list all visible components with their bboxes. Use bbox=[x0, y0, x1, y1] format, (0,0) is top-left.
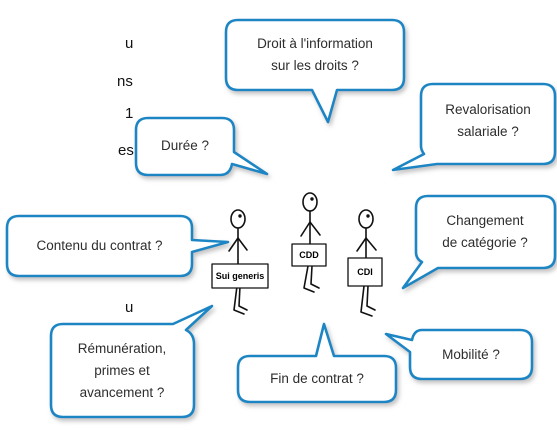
left-text-fragment: u bbox=[125, 35, 134, 52]
speech-bubble-remuneration bbox=[49, 304, 214, 419]
speech-bubble-droit bbox=[224, 18, 406, 124]
head bbox=[302, 192, 318, 212]
left-text-fragment: 1 bbox=[125, 105, 134, 122]
sign-label-sui-generis: Sui generis bbox=[215, 271, 265, 281]
stick-figure-sui-generis bbox=[211, 209, 269, 315]
bubble-text-fin: Fin de contrat ? bbox=[270, 371, 364, 386]
speech-bubble-duree bbox=[134, 116, 269, 177]
sign-sui-generis bbox=[211, 263, 269, 289]
sign-cdi bbox=[347, 257, 383, 287]
head bbox=[230, 209, 246, 229]
left-text-fragment: ns bbox=[117, 73, 133, 90]
sign-label-cdd: CDD bbox=[299, 250, 319, 260]
speech-bubble-changement bbox=[401, 194, 557, 290]
left-text-fragment: es bbox=[118, 142, 134, 159]
stick-figure-cdi bbox=[347, 209, 383, 317]
bubble-text-mobilite: Mobilité ? bbox=[442, 347, 500, 362]
left-text-fragment: u bbox=[125, 299, 134, 316]
bubble-text-duree: Durée ? bbox=[160, 138, 210, 153]
speech-bubble-contenu bbox=[5, 214, 230, 278]
speech-bubble-revalorisation bbox=[391, 82, 557, 172]
sign-cdd bbox=[291, 243, 327, 267]
head bbox=[358, 209, 374, 229]
speech-bubble-mobilite bbox=[384, 328, 534, 381]
stick-figure-cdd bbox=[291, 192, 327, 293]
bubble-text-contenu: Contenu du contrat ? bbox=[36, 238, 163, 253]
speech-bubble-fin bbox=[236, 322, 398, 404]
sign-label-cdi: CDI bbox=[357, 267, 373, 277]
